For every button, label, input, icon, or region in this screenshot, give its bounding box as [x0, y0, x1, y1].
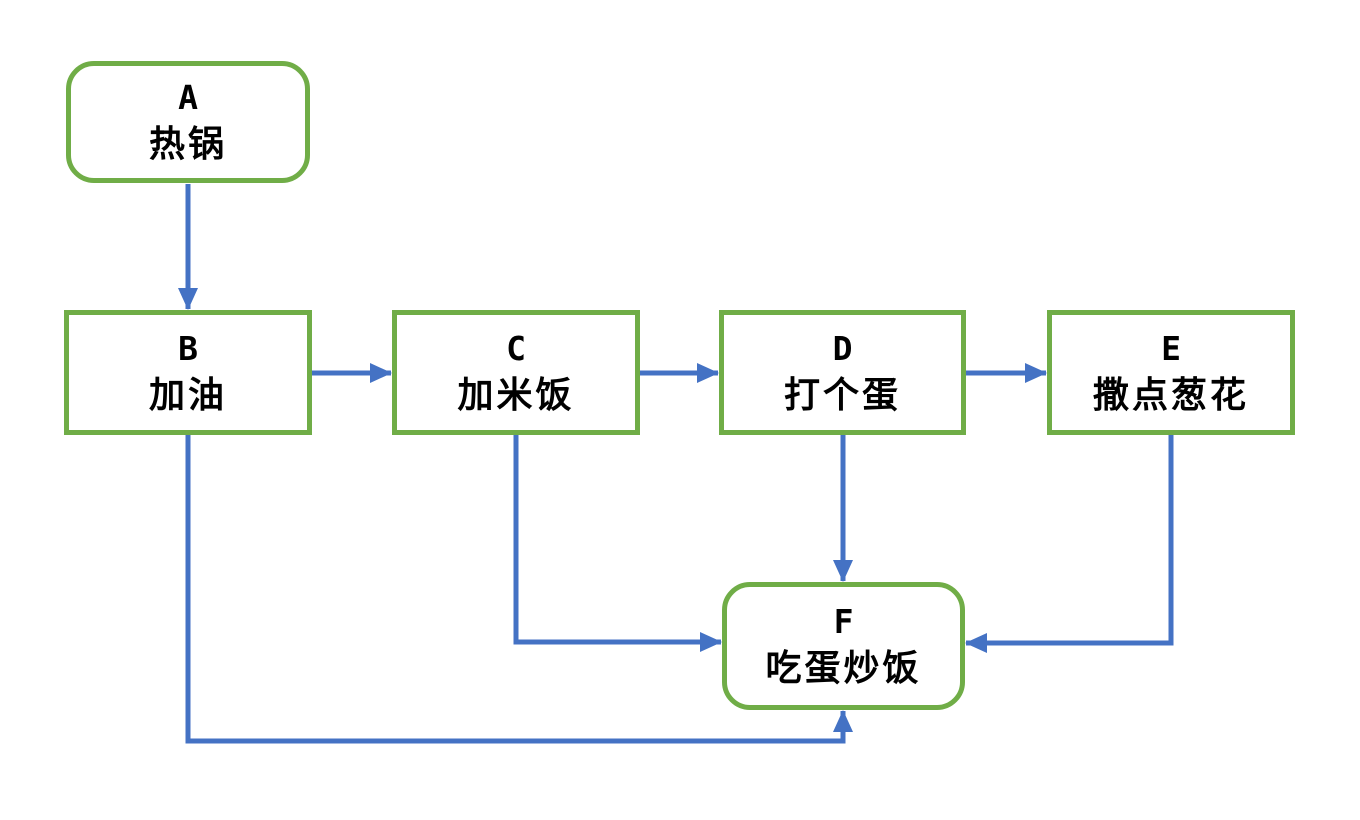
edge-e-f	[965, 435, 1174, 653]
node-c-letter: C	[506, 328, 526, 368]
node-a-label: 热锅	[148, 123, 227, 165]
node-e-label: 撒点葱花	[1092, 373, 1249, 416]
node-f-letter: F	[833, 602, 854, 641]
node-d-label: 打个蛋	[783, 373, 901, 416]
node-a-heat-pan: A 热锅	[66, 61, 310, 183]
node-e-letter: E	[1161, 328, 1181, 368]
node-b-letter: B	[178, 328, 198, 368]
edge-c-f	[513, 435, 722, 652]
node-f-eat-fried-rice: F 吃蛋炒饭	[722, 582, 965, 710]
node-c-label: 加米饭	[457, 373, 575, 416]
node-c-add-rice: C 加米饭	[392, 310, 640, 435]
node-b-label: 加油	[148, 373, 227, 416]
node-a-letter: A	[178, 78, 198, 117]
node-d-crack-egg: D 打个蛋	[719, 310, 966, 435]
node-b-add-oil: B 加油	[64, 310, 312, 435]
node-f-label: 吃蛋炒饭	[765, 647, 922, 689]
node-d-letter: D	[832, 328, 853, 368]
node-e-sprinkle-scallion: E 撒点葱花	[1047, 310, 1295, 435]
